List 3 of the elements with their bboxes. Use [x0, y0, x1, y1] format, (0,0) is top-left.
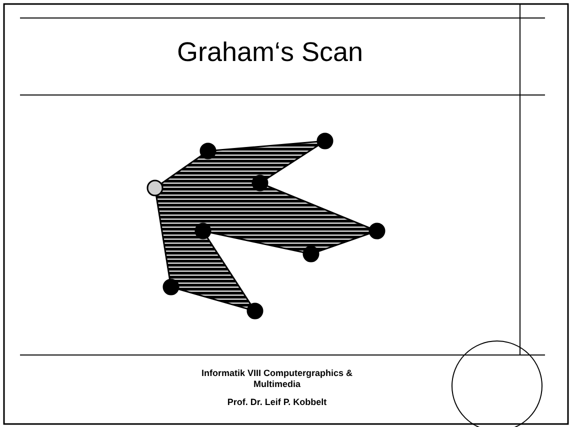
footer-text: Informatik VIII Computergraphics & Multimedia [200, 368, 354, 390]
slide-title: Graham‘s Scan [176, 36, 364, 68]
footer-text: Prof. Dr. Leif P. Kobbelt [226, 397, 328, 408]
